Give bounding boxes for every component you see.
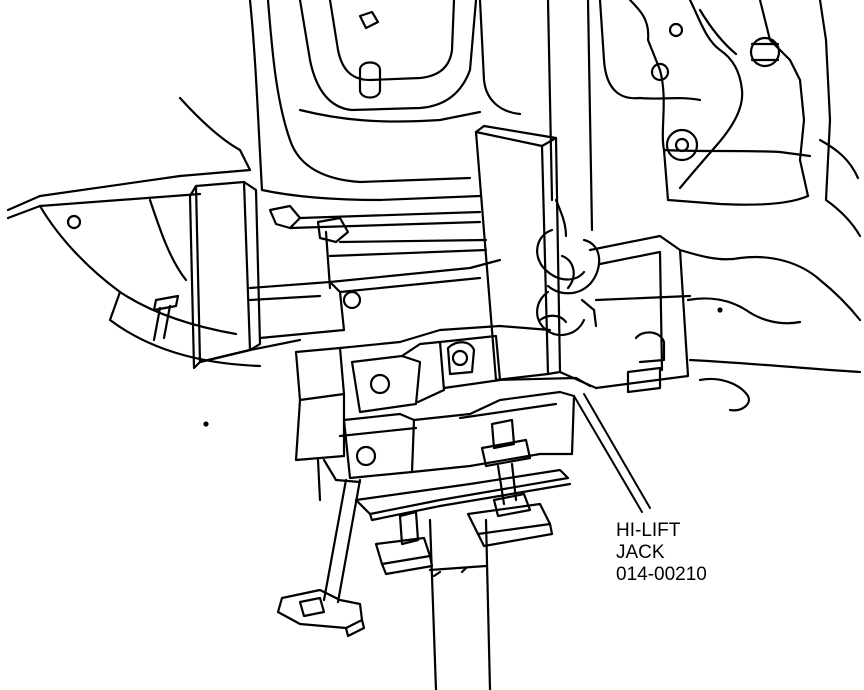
jack-head (294, 324, 576, 522)
hi-lift-jack-label: HI-LIFT JACK 014-00210 (616, 520, 707, 586)
callout-leader (573, 393, 651, 513)
transmission-housing (248, 0, 862, 238)
adapter-saddle (558, 234, 862, 412)
jack-post (276, 478, 492, 690)
crossmember-bracket (188, 180, 502, 370)
label-line-2: JACK (616, 542, 665, 563)
label-line-1: HI-LIFT (616, 520, 681, 541)
label-part-number: 014-00210 (616, 564, 707, 585)
cross-tube (268, 204, 488, 290)
frame-rail (6, 96, 262, 368)
clamp-screws (374, 418, 554, 576)
